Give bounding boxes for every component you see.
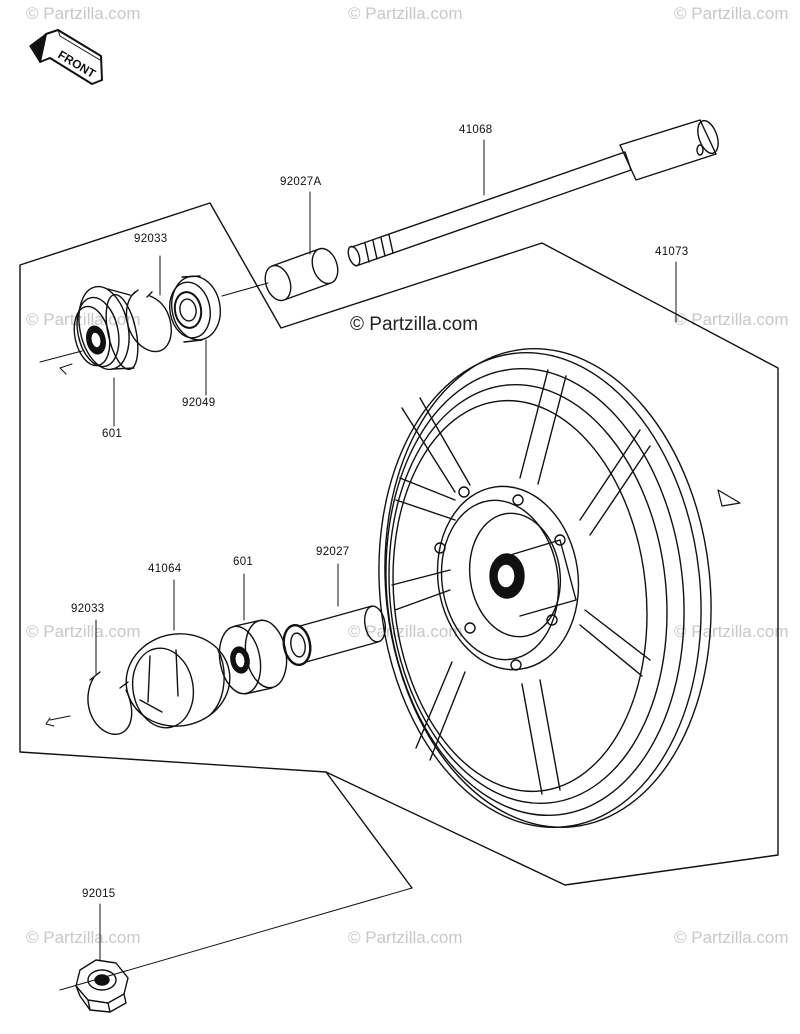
- label-41064: 41064: [148, 563, 182, 575]
- watermark: © Partzilla.com: [348, 928, 463, 947]
- watermark: © Partzilla.com: [674, 4, 789, 23]
- watermark: © Partzilla.com: [26, 928, 141, 947]
- circlip-top-92033: [125, 289, 172, 353]
- label-92015: 92015: [82, 888, 116, 900]
- front-arrow-icon: FRONT: [29, 29, 103, 85]
- label-92033-top: 92033: [134, 233, 168, 245]
- circlip-bottom-92033: [87, 671, 133, 735]
- watermark: © Partzilla.com: [674, 928, 789, 947]
- nut-leader: [59, 887, 413, 991]
- watermark: © Partzilla.com: [26, 622, 141, 641]
- watermark: © Partzilla.com: [26, 310, 141, 329]
- center-watermark: © Partzilla.com: [350, 314, 479, 335]
- watermark: © Partzilla.com: [348, 4, 463, 23]
- watermark: © Partzilla.com: [26, 4, 141, 23]
- label-92033-bottom: 92033: [71, 603, 105, 615]
- watermark: © Partzilla.com: [674, 622, 789, 641]
- axle-41068: [347, 119, 719, 267]
- collar-92027A: [264, 247, 339, 302]
- label-601-bottom: 601: [233, 556, 254, 568]
- wheel-41073: [378, 348, 712, 828]
- label-92027: 92027: [316, 546, 350, 558]
- label-92027A: 92027A: [280, 176, 322, 188]
- label-41068: 41068: [459, 124, 493, 136]
- nut-92015: [75, 959, 129, 1013]
- bearing-top-601: [73, 285, 139, 371]
- coupling-41064: [125, 633, 231, 729]
- label-92049: 92049: [182, 397, 216, 409]
- assembly-outline: [19, 202, 779, 886]
- label-601-top: 601: [102, 428, 123, 440]
- watermark: © Partzilla.com: [674, 310, 789, 329]
- label-41073: 41073: [655, 246, 689, 258]
- collar-92027: [282, 605, 387, 667]
- watermark: © Partzilla.com: [348, 622, 463, 641]
- bearing-bottom-601: [218, 619, 288, 695]
- seal-92049: [169, 275, 221, 343]
